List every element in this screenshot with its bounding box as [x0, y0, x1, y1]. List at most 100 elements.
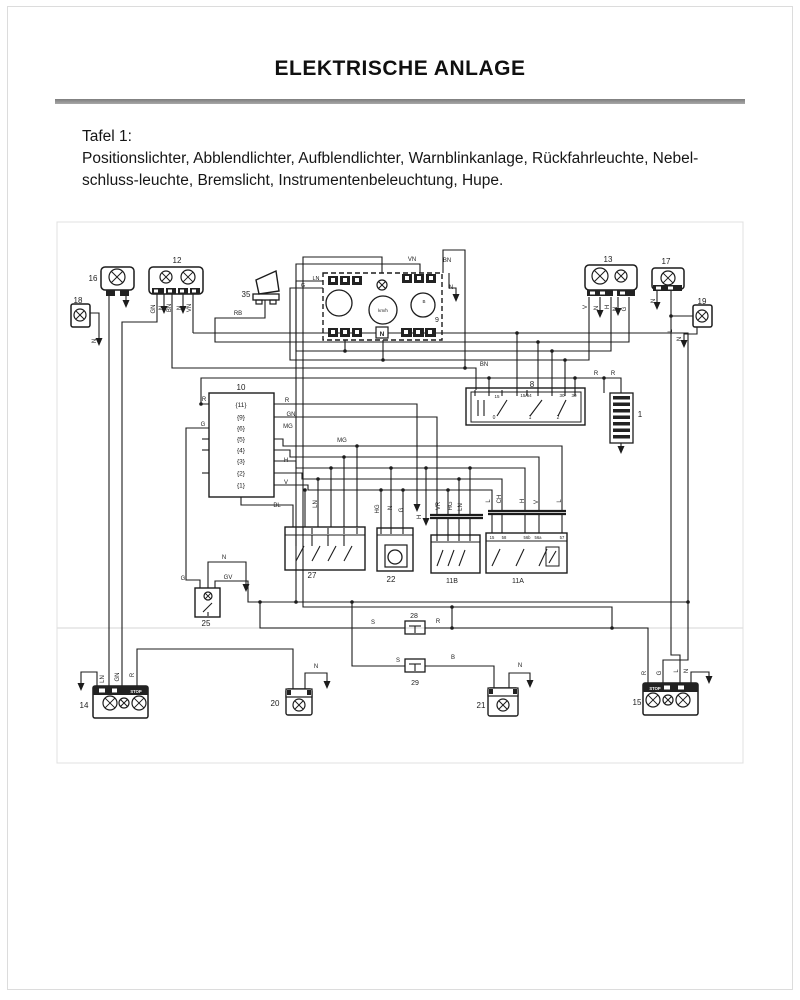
- strip-mark: [287, 690, 291, 695]
- diagram-label: 15: [633, 698, 642, 707]
- wire: [259, 602, 405, 629]
- junction-dot: [316, 477, 320, 481]
- diagram-label: 30: [571, 393, 577, 398]
- wire: [442, 249, 466, 368]
- diagram-label: 15: [494, 394, 500, 399]
- strip-mark: [664, 685, 670, 690]
- intro-label: Tafel 1:: [82, 128, 132, 145]
- stripe: [613, 396, 630, 400]
- diagram-label: LN: [313, 500, 319, 508]
- diagram-label: 1: [638, 410, 643, 419]
- switch-block-8: [465, 387, 586, 426]
- tab-mark: [600, 291, 605, 295]
- horn-foot: [255, 299, 263, 305]
- gauge-dial: [410, 292, 436, 318]
- strip-mark: [489, 689, 493, 694]
- connector-tab: [617, 290, 635, 296]
- diagram-label: BN: [167, 304, 173, 312]
- component-detail: [496, 399, 508, 417]
- diagram-label: H: [605, 305, 611, 309]
- diagram-label: 20: [271, 699, 280, 708]
- junction-dot: [355, 444, 359, 448]
- diagram-label: 19: [698, 297, 707, 306]
- component-detail: [343, 545, 353, 562]
- diagram-label: MG: [283, 424, 293, 430]
- intro-line-2: schluss-leuchte, Bremslicht, Instrumente…: [82, 172, 504, 189]
- connector-block-10: [208, 392, 275, 498]
- diagram-label: R: [611, 371, 616, 377]
- junction-dot: [303, 488, 307, 492]
- diagram-label: {9}: [237, 415, 246, 422]
- terminal-strip: [643, 683, 698, 692]
- junction-dot: [343, 349, 347, 353]
- diagram-label: 29: [411, 680, 419, 687]
- diagram-label: H: [520, 499, 526, 503]
- component-detail: [447, 549, 455, 567]
- diagram-label: 25: [202, 619, 211, 628]
- lamp-icon: [616, 271, 626, 281]
- wire: [690, 671, 710, 684]
- diagram-label: R: [436, 619, 441, 625]
- stripe: [613, 409, 630, 413]
- junction-dot: [258, 600, 262, 604]
- title-divider: [55, 99, 745, 104]
- diagram-border: [56, 221, 744, 764]
- diagram-label: {3}: [237, 459, 246, 466]
- diagram-label: HG: [375, 504, 381, 513]
- ground-arrow-icon: [452, 294, 460, 302]
- diagram-label: G: [399, 507, 405, 512]
- diagram-label: L: [557, 499, 563, 503]
- switch-11b: [430, 534, 481, 574]
- tab-mark: [192, 289, 196, 293]
- diagram-label: N: [388, 506, 394, 510]
- tab-mark: [180, 289, 184, 293]
- diagram-label: RB: [234, 311, 242, 317]
- strip-mark: [99, 688, 105, 693]
- diagram-label: 10: [237, 383, 246, 392]
- lamp-icon: [75, 310, 85, 320]
- diagram-label: HG: [448, 501, 454, 510]
- ground-arrow-icon: [413, 504, 421, 512]
- lamp-icon: [120, 699, 128, 707]
- tab-mark: [168, 289, 172, 293]
- diagram-label: VR: [436, 501, 442, 510]
- diagram-label: 56b: [524, 535, 532, 540]
- intro-line-1: Positionslichter, Abblendlichter, Aufble…: [82, 150, 699, 167]
- lamp-icon: [294, 700, 304, 710]
- diagram-label: 18: [74, 296, 83, 305]
- wire: [670, 291, 681, 684]
- component-detail: [458, 549, 466, 567]
- diagram-label: N: [449, 285, 453, 291]
- terminal-strip: [285, 688, 313, 698]
- diagram-label: {1}: [237, 483, 246, 490]
- component-detail: [529, 399, 543, 417]
- junction-dot: [573, 376, 577, 380]
- wire: [662, 602, 689, 684]
- diagram-label: LN: [458, 503, 464, 511]
- switch-25: [194, 587, 221, 618]
- diagram-label: G: [301, 283, 305, 289]
- diagram-label: V: [583, 305, 589, 309]
- lamp-icon: [204, 592, 212, 600]
- horn-foot: [269, 299, 277, 305]
- junction-dot: [329, 466, 333, 470]
- lamp-unit-16: [100, 266, 135, 291]
- ground-arrow-icon: [653, 302, 661, 310]
- fuse-28: [404, 620, 426, 635]
- diagram-label: R: [285, 398, 290, 404]
- neutral-indicator: [375, 326, 389, 339]
- junction-dot: [446, 488, 450, 492]
- diagram-label: {11}: [235, 402, 247, 409]
- flasher-22: [376, 527, 414, 572]
- stripe: [613, 428, 630, 432]
- switch-27: [284, 526, 366, 571]
- diagram-label: G: [657, 670, 663, 675]
- ground-arrow-icon: [122, 300, 130, 308]
- diagram-label: GN: [287, 412, 296, 418]
- wire: [604, 377, 622, 393]
- junction-dot: [669, 314, 673, 318]
- instrument-cluster: [322, 272, 443, 341]
- junction-dot: [602, 376, 606, 380]
- gauge-dial: [325, 289, 353, 317]
